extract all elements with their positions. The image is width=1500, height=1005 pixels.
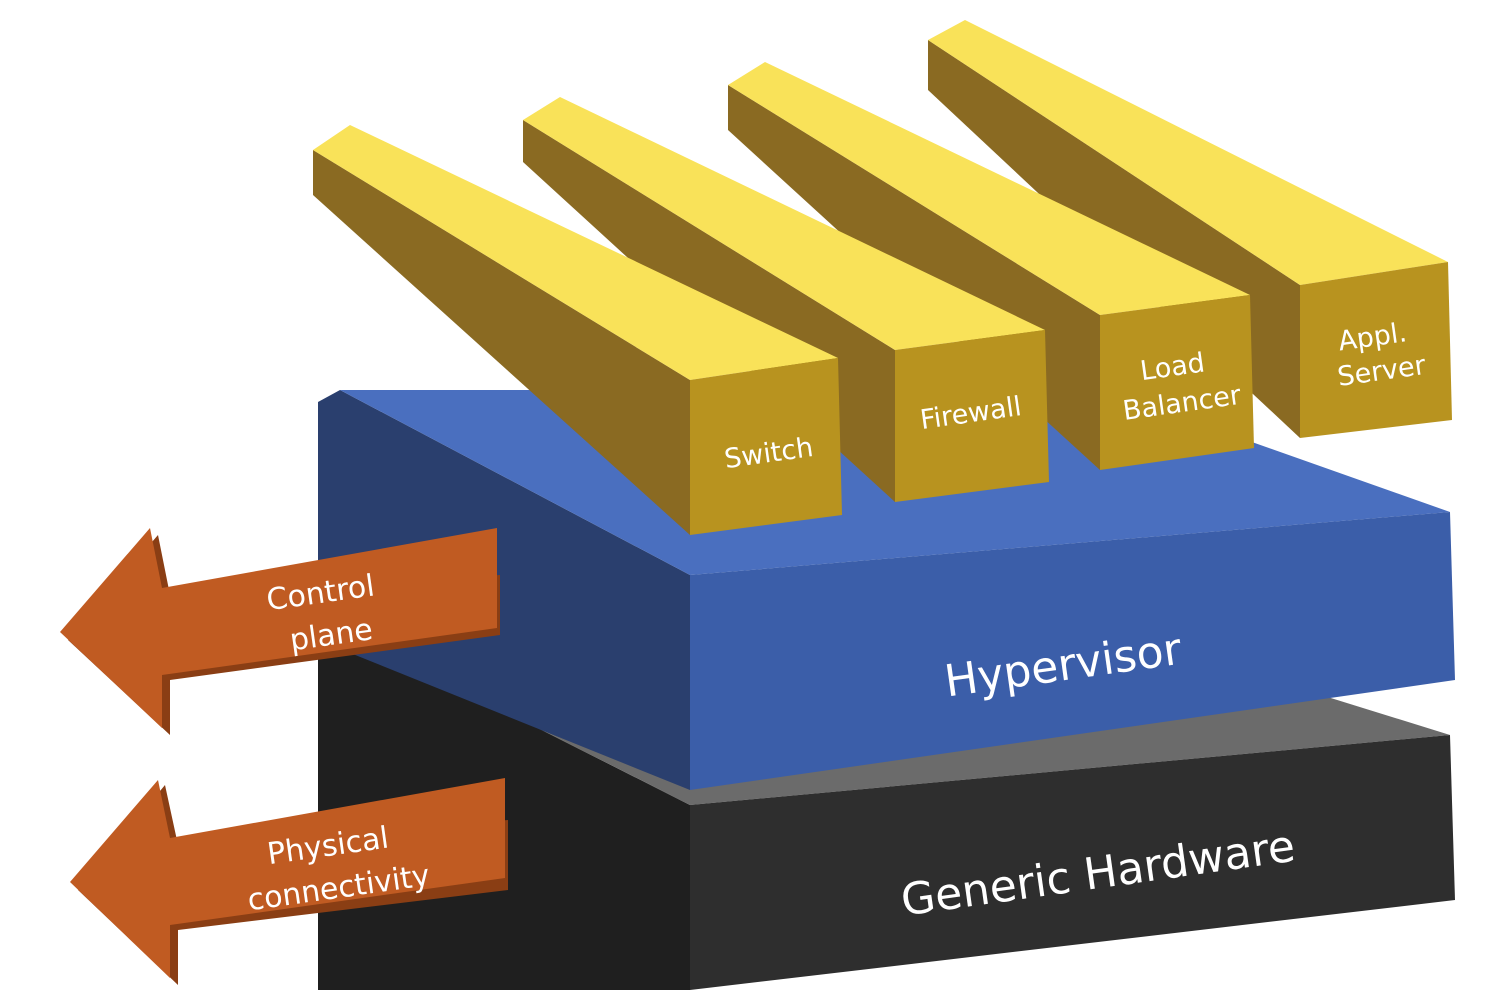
bar-front [895,330,1049,502]
bar-top [523,97,1045,350]
function-bars: Appl. Server Load Balancer Firewall [313,20,1452,535]
bar-top [928,20,1448,285]
bar-side [313,150,690,535]
arrow-control-plane: Control plane [60,528,500,735]
bar-top [728,62,1250,315]
arrow-face [60,528,497,728]
hypervisor-front [690,512,1455,790]
arrow-face [70,778,505,978]
bar-top [313,125,838,380]
bar-front [1100,295,1254,470]
hardware-front [690,735,1455,990]
bar-front [690,358,842,535]
function-bar-switch: Switch [313,125,842,535]
bar-front [1300,262,1452,438]
hypervisor-side [318,390,690,790]
